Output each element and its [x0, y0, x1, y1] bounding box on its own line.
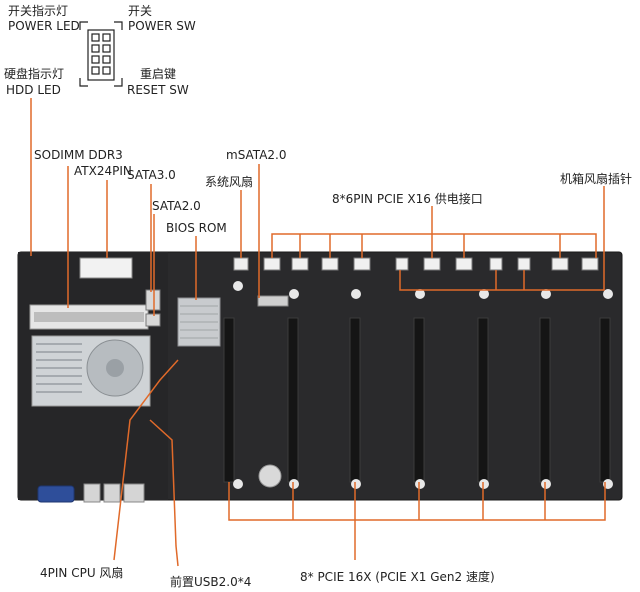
power-led-label-en: POWER LED [8, 19, 80, 33]
atx24-connector [79, 257, 133, 279]
sata2-label: SATA2.0 [152, 199, 201, 213]
sodimm-slot-inner [34, 312, 144, 322]
sodimm-label: SODIMM DDR3 [34, 148, 123, 162]
pcie-power-label: 8*6PIN PCIE X16 供电接口 [332, 192, 483, 206]
sata3-connector [145, 289, 161, 311]
msata-label: mSATA2.0 [226, 148, 287, 162]
cpu-fan-label: 4PIN CPU 风扇 [40, 566, 124, 580]
cmos-battery [258, 464, 282, 488]
mounting-holes [233, 281, 613, 489]
bios-rom-label: BIOS ROM [166, 221, 227, 235]
system-fan-label: 系统风扇 [205, 175, 254, 189]
front-panel-header [79, 21, 123, 87]
lan-port [123, 483, 145, 503]
sata2-connector [145, 313, 161, 327]
callout-lines [30, 98, 606, 567]
atx24-label: ATX24PIN [74, 164, 132, 178]
power-sw-label-en: POWER SW [128, 19, 196, 33]
case-fan-headers [395, 257, 531, 271]
hdd-led-label-en: HDD LED [6, 83, 61, 97]
system-fan-header [233, 257, 249, 271]
case-fan-label: 机箱风扇插针 [560, 172, 633, 186]
reset-sw-label-cn: 重启键 [140, 67, 177, 81]
pcie-power-connectors [263, 257, 599, 271]
sata3-label: SATA3.0 [127, 168, 176, 182]
cpu-fan-hub [106, 359, 124, 377]
pcie-slots-label: 8* PCIE 16X (PCIE X1 Gen2 速度) [300, 570, 495, 584]
usb-port-1 [83, 483, 101, 503]
front-usb-label: 前置USB2.0*4 [170, 575, 252, 589]
hdd-led-label-cn: 硬盘指示灯 [4, 67, 65, 81]
vga-port [37, 485, 75, 503]
power-sw-label-cn: 开关 [128, 4, 153, 18]
power-led-label-cn: 开关指示灯 [8, 4, 69, 18]
msata-slot [257, 295, 289, 307]
usb-port-2 [103, 483, 121, 503]
reset-sw-label-en: RESET SW [127, 83, 189, 97]
